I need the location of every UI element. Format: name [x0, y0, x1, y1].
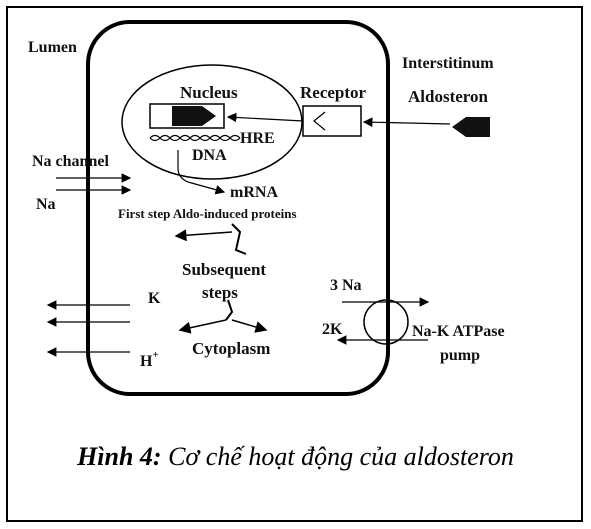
first-step-arrow [176, 232, 232, 236]
two-k-label: 2K [322, 321, 343, 338]
interstitium-label: Interstitinum [402, 55, 494, 72]
receptor-to-nucleus-arrow [228, 117, 303, 121]
aldosteron-icon [452, 117, 490, 137]
aldo-receptor-complex-icon [172, 106, 216, 126]
mrna-label: mRNA [230, 184, 278, 201]
aldosteron-arrow [364, 122, 450, 124]
h-ion-label: H+ [140, 349, 159, 370]
first-step-label: First step Aldo-induced proteins [118, 206, 297, 221]
receptor-box [303, 106, 361, 136]
hre-label: HRE [240, 130, 275, 147]
subsequent-label: Subsequent [182, 260, 266, 279]
na-label: Na [36, 196, 56, 213]
nucleus-label: Nucleus [180, 83, 238, 102]
pump-label: pump [440, 347, 480, 364]
three-na-label: 3 Na [330, 277, 362, 294]
caption-prefix: Hình 4: [77, 442, 162, 471]
subsequent-right-arrow [232, 320, 266, 330]
k-label: K [148, 290, 161, 307]
steps-label: steps [202, 283, 238, 302]
aldosteron-label: Aldosteron [408, 87, 489, 106]
caption-text: Cơ chế hoạt động của aldosteron [162, 442, 514, 471]
dna-label: DNA [192, 147, 227, 164]
figure-caption: Hình 4: Cơ chế hoạt động của aldosteron [0, 442, 591, 472]
na-channel-label: Na channel [32, 153, 109, 170]
subsequent-left-arrow [180, 320, 226, 330]
lumen-label: Lumen [28, 39, 77, 56]
receptor-label: Receptor [300, 83, 367, 102]
atpase-label: Na-K ATPase [412, 323, 505, 340]
cytoplasm-label: Cytoplasm [192, 339, 270, 358]
